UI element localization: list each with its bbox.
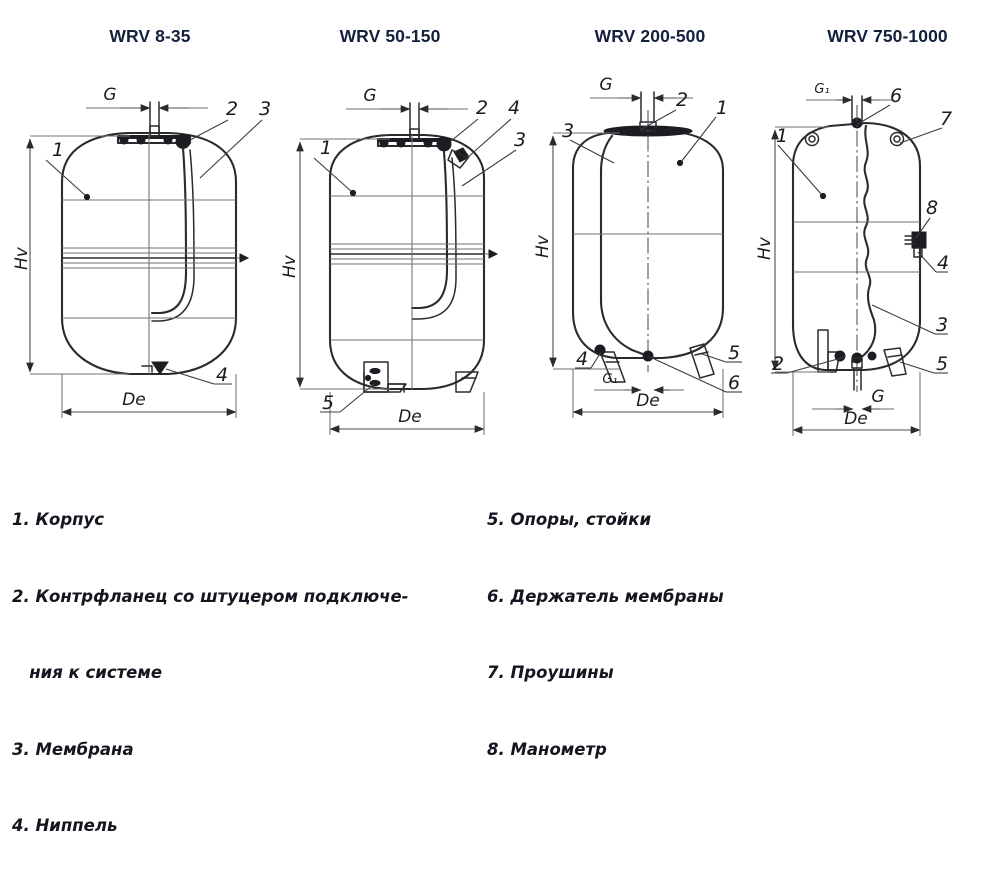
legend-item-1: 1. Корпус: [12, 510, 105, 529]
dim-g1-3: G₁: [602, 372, 617, 387]
legend-item-4: 4. Ниппель: [12, 816, 118, 835]
diagram-title-wrv-8-35: WRV 8-35: [109, 26, 191, 46]
dim-g-4: G: [871, 387, 884, 407]
diagram-title-wrv-200-500: WRV 200-500: [594, 26, 706, 46]
callout-5-d3: 5: [728, 342, 740, 364]
diagram-sheet: WRV 8-35 WRV 50-150 WRV 200-500 WRV 750-…: [12, 26, 952, 835]
callout-8-d4: 8: [926, 197, 938, 219]
callout-4-d3: 4: [576, 348, 588, 370]
callout-1-d2: 1: [320, 137, 332, 159]
dim-de-2: De: [398, 407, 422, 427]
diagram-title-wrv-50-150: WRV 50-150: [339, 26, 441, 46]
dim-hv-3: Hv: [533, 234, 553, 258]
callout-3-d3: 3: [562, 120, 574, 142]
dim-de-3: De: [636, 391, 660, 411]
dim-hv-4: Hv: [755, 236, 775, 260]
callout-6-d4: 6: [890, 85, 902, 107]
callout-5-d4: 5: [936, 353, 948, 375]
callout-1-d4: 1: [776, 125, 788, 147]
callout-6-d3: 6: [728, 372, 740, 394]
drawing-wrv-750-1000: Hv De G G₁ 1 2 3 4: [755, 82, 952, 436]
callout-4-d4: 4: [937, 252, 949, 274]
callout-1-d3: 1: [716, 97, 728, 119]
legend-item-2: 2. Контрфланец со штуцером подключе-: [12, 586, 409, 606]
callout-2-d1: 2: [226, 98, 238, 120]
dim-g-1: G: [103, 85, 116, 105]
callout-5-d2: 5: [322, 392, 334, 414]
legend-item-5: 5. Опоры, стойки: [487, 510, 652, 529]
callout-4-d1: 4: [216, 364, 228, 386]
callout-4-d2: 4: [508, 97, 520, 119]
legend-item-3: 3. Мембрана: [12, 739, 134, 759]
callout-2-d3: 2: [676, 89, 688, 111]
dim-g1-4: G₁: [814, 82, 829, 97]
dim-hv-2: Hv: [280, 254, 300, 278]
callout-7-d4: 7: [940, 108, 952, 130]
callout-2-d2: 2: [476, 97, 488, 119]
legend-item-2-cont: ния к системе: [12, 663, 163, 682]
legend-column-right: 5. Опоры, стойки 6. Держатель мембраны 7…: [487, 456, 724, 813]
callout-2-d4: 2: [772, 353, 784, 375]
legend-item-6: 6. Держатель мембраны: [487, 586, 724, 606]
dim-g-2: G: [363, 86, 376, 106]
callout-3-d4: 3: [936, 314, 948, 336]
dim-de-1: De: [122, 390, 146, 410]
drawing-wrv-200-500: Hv De G₁ G 1 2 3 4: [533, 75, 742, 418]
technical-drawings: .o{fill:none;stroke:#2b2b2b;stroke-width…: [12, 75, 952, 436]
legend-item-8: 8. Манометр: [487, 739, 607, 759]
drawing-wrv-8-35: Hv De G 1 2 3 4: [12, 85, 271, 418]
callout-1-d1: 1: [52, 139, 64, 161]
callout-3-d2: 3: [514, 129, 526, 151]
diagram-title-wrv-750-1000: WRV 750-1000: [827, 26, 948, 46]
legend-column-left: 1. Корпус 2. Контрфланец со штуцером под…: [12, 456, 409, 890]
dim-de-4: De: [844, 409, 868, 429]
dim-hv-1: Hv: [12, 246, 32, 270]
legend-item-7: 7. Проушины: [487, 663, 614, 682]
dim-g-3: G: [599, 75, 612, 95]
callout-3-d1: 3: [259, 98, 271, 120]
drawing-wrv-50-150: Hv De G 1 2 4 3 5: [280, 86, 526, 435]
